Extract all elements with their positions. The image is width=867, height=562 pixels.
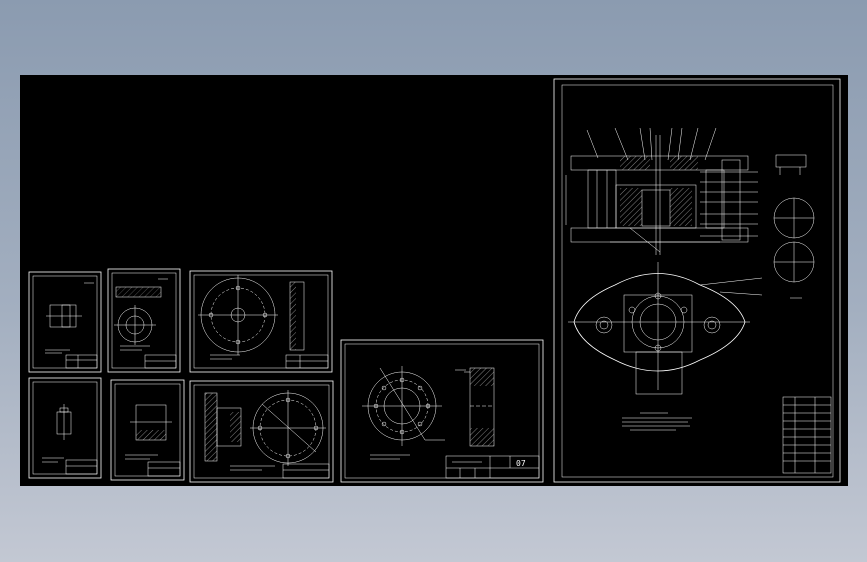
sheet-plate-drawing[interactable] xyxy=(189,270,333,373)
sheet-assembly-drawing[interactable] xyxy=(553,78,841,483)
sheet-small-part-2[interactable] xyxy=(107,268,181,373)
assembly-detail-views xyxy=(773,154,815,299)
sheet-flange-part[interactable]: 07 xyxy=(340,339,544,483)
assembly-plan-view xyxy=(568,262,763,431)
sheet-disc-drawing[interactable] xyxy=(189,380,334,483)
sheet-small-part-3[interactable] xyxy=(28,377,102,479)
parts-list-table[interactable] xyxy=(782,396,832,474)
sheet-small-part-1[interactable] xyxy=(28,271,102,373)
title-block-code: 07 xyxy=(516,459,526,468)
assembly-section-view xyxy=(565,127,758,255)
sheet-small-part-4[interactable] xyxy=(110,379,185,481)
